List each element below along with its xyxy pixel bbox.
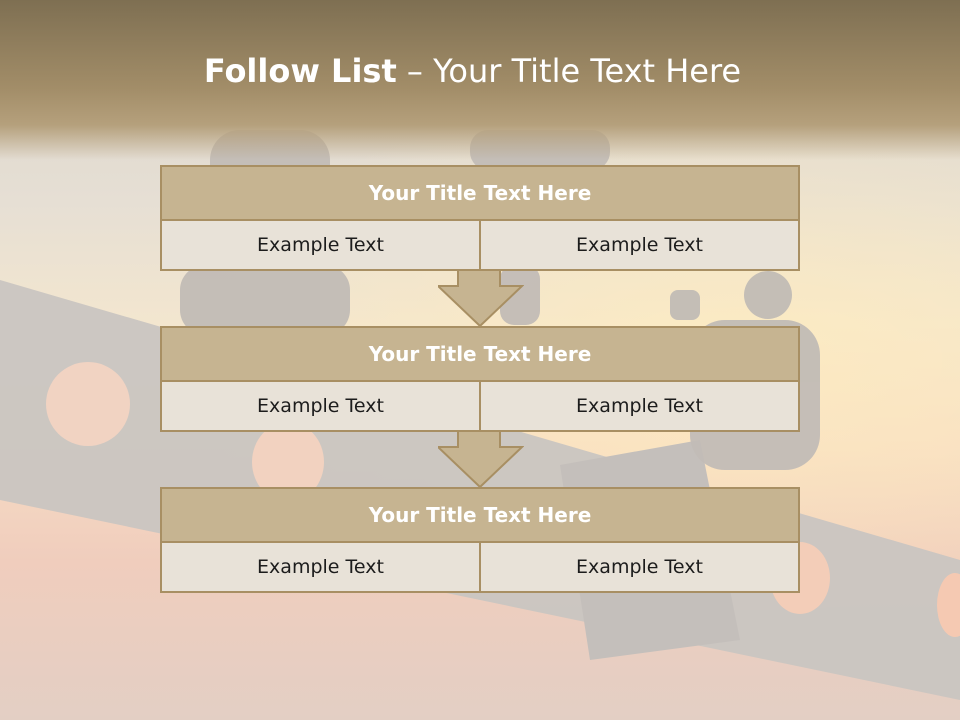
header-band — [0, 0, 960, 160]
step-cell-2-right: Example Text — [481, 382, 800, 432]
step-row-1: Example Text Example Text — [160, 221, 800, 271]
step-cell-2-left: Example Text — [160, 382, 481, 432]
step-row-2: Example Text Example Text — [160, 382, 800, 432]
step-row-3: Example Text Example Text — [160, 543, 800, 593]
step-block-3: Your Title Text Here Example Text Exampl… — [160, 487, 800, 593]
slide-title: Follow List – Your Title Text Here — [0, 52, 945, 90]
step-cell-3-left: Example Text — [160, 543, 481, 593]
step-cell-3-right: Example Text — [481, 543, 800, 593]
step-title-3: Your Title Text Here — [160, 487, 800, 543]
title-rest: Your Title Text Here — [433, 52, 742, 90]
down-arrow-icon — [438, 431, 524, 489]
title-bold: Follow List — [203, 52, 397, 90]
step-title-1: Your Title Text Here — [160, 165, 800, 221]
step-title-2: Your Title Text Here — [160, 326, 800, 382]
step-block-2: Your Title Text Here Example Text Exampl… — [160, 326, 800, 432]
step-cell-1-left: Example Text — [160, 221, 481, 271]
down-arrow-icon — [438, 270, 524, 328]
title-separator: – — [406, 52, 423, 90]
step-block-1: Your Title Text Here Example Text Exampl… — [160, 165, 800, 271]
step-cell-1-right: Example Text — [481, 221, 800, 271]
